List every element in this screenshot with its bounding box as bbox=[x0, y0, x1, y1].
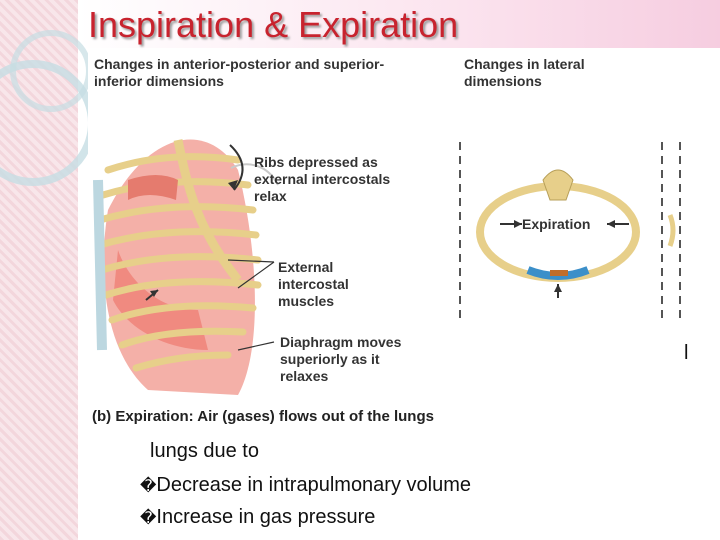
bullet-glyph: � bbox=[140, 510, 157, 527]
expiration-figure: Changes in anterior-posterior and superi… bbox=[88, 50, 710, 438]
decorative-top-band bbox=[78, 0, 720, 48]
bullet-text: Increase in gas pressure bbox=[156, 506, 376, 528]
truncated-text: l bbox=[684, 342, 689, 364]
slide-title: Inspiration & Expiration bbox=[88, 4, 459, 45]
label-ribs-depressed: Ribs depressed as external intercostals … bbox=[254, 154, 391, 204]
bullet-item: �Increase in gas pressure bbox=[140, 506, 375, 529]
decorative-ring bbox=[10, 30, 92, 112]
bullet-text: Decrease in intrapulmonary volume bbox=[156, 474, 471, 496]
rib-cage-illustration bbox=[93, 139, 279, 395]
label-diaphragm: Diaphragm moves superiorly as it relaxes bbox=[280, 334, 402, 384]
bullet-item: �Decrease in intrapulmonary volume bbox=[140, 474, 471, 497]
figure-caption: (b) Expiration: Air (gases) flows out of… bbox=[92, 408, 434, 425]
heading-right: Changes in lateral dimensions bbox=[464, 56, 585, 89]
ribcage-diagram bbox=[93, 139, 681, 395]
label-expiration: Expiration bbox=[522, 216, 591, 232]
heading-left: Changes in anterior-posterior and superi… bbox=[94, 56, 385, 89]
label-external-intercostals: External intercostal muscles bbox=[278, 259, 349, 309]
body-line: lungs due to bbox=[150, 440, 259, 462]
bullet-glyph: � bbox=[140, 478, 157, 495]
